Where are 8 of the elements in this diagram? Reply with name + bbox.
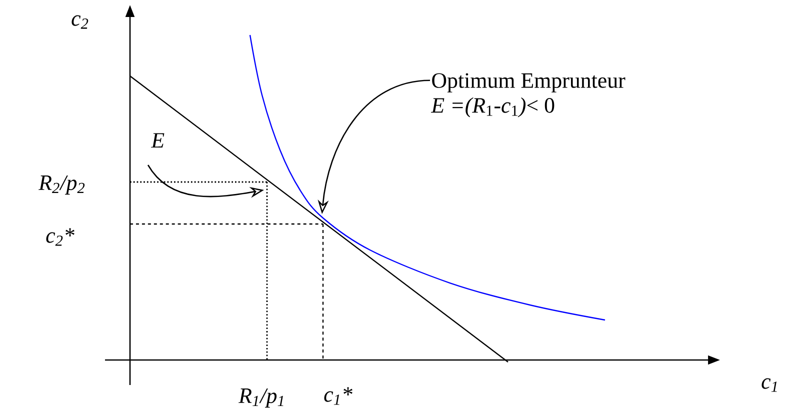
- axis-label: c$_{2}$: [72, 15, 88, 29]
- axis-label: c$_{1}$: [762, 378, 777, 392]
- axis-label: R$_{1}$/p$_{1}$: [238, 388, 284, 408]
- annotation-text: Optimum Emprunteur E =(R$_{1}$-c$_{1}$)< 0: [430, 73, 626, 118]
- annotation-text: E: [150, 133, 164, 148]
- axis-label: c$_{1}$*: [324, 387, 352, 405]
- axis-label: c$_{2}$*: [46, 228, 74, 246]
- axis-label: R$_{2}$/p$_{2}$: [38, 175, 85, 195]
